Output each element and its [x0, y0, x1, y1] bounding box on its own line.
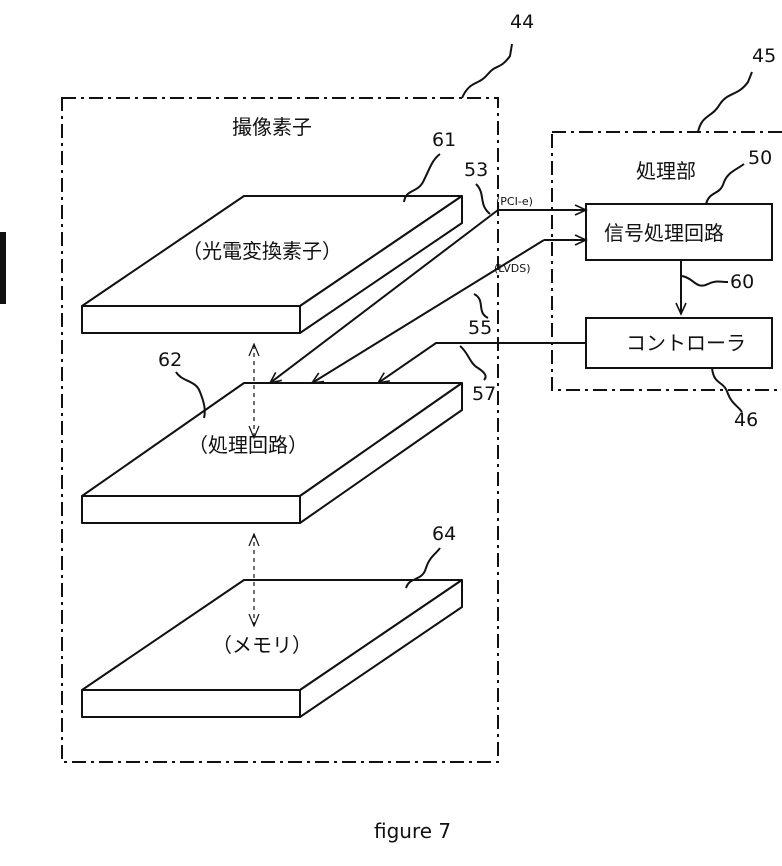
leader-53 — [475, 183, 491, 215]
pcie-line — [268, 209, 499, 385]
processing-unit-title: 処理部 — [636, 159, 696, 183]
layer-64-side — [299, 579, 463, 718]
connection-pcie: (PCI-e) 53 — [268, 159, 588, 385]
connection-lvds: (LVDS) 55 — [310, 234, 588, 385]
ref-55: 55 — [468, 317, 492, 339]
leader-50 — [705, 163, 745, 205]
ref-45: 45 — [752, 45, 776, 67]
leader-45 — [697, 71, 753, 133]
ref-50: 50 — [748, 147, 772, 169]
leader-44 — [461, 43, 513, 99]
layer-64-front — [81, 689, 301, 718]
controller-block — [585, 317, 773, 369]
processing-unit-frame — [551, 131, 782, 391]
leader-60 — [681, 275, 729, 287]
signal-processing-circuit-block — [585, 203, 773, 261]
layer-62-side — [299, 382, 463, 524]
controller-label: コントローラ — [626, 331, 746, 355]
lvds-label: (LVDS) — [494, 262, 530, 275]
ref-60: 60 — [730, 271, 754, 293]
layer-processing: （処理回路） 62 — [81, 349, 463, 524]
layer-photoelectric: （光電変換素子） 61 — [81, 129, 463, 334]
leader-61 — [403, 153, 441, 203]
layer-61-front — [81, 305, 301, 334]
ref-64: 64 — [432, 523, 456, 545]
ref-46: 46 — [734, 409, 758, 431]
edge-bar-artifact — [0, 232, 6, 304]
leader-62 — [175, 371, 206, 419]
connection-controller: 57 — [376, 342, 586, 405]
image-sensor-title: 撮像素子 — [232, 115, 312, 139]
leader-46 — [711, 367, 743, 413]
layer-62-front — [81, 495, 301, 524]
leader-55 — [473, 293, 489, 319]
layer-64-label: （メモリ） — [212, 633, 312, 657]
controller-line — [376, 342, 586, 385]
figure-caption: figure 7 — [374, 819, 451, 843]
leader-64 — [405, 547, 441, 589]
layer-memory: （メモリ） 64 — [81, 523, 463, 718]
ref-62: 62 — [158, 349, 182, 371]
layer-61-label: （光電変換素子） — [182, 239, 342, 263]
leader-57 — [459, 345, 487, 381]
ref-44: 44 — [510, 11, 534, 33]
layer-62-label: （処理回路） — [188, 433, 308, 457]
interlayer-links — [248, 342, 260, 628]
ref-57: 57 — [472, 383, 496, 405]
signal-processing-circuit-label: 信号処理回路 — [604, 221, 724, 245]
pcie-label: (PCI-e) — [496, 195, 533, 208]
ref-61: 61 — [432, 129, 456, 151]
lvds-line — [310, 239, 545, 385]
layer-61-side — [299, 195, 463, 334]
image-sensor-frame — [61, 97, 499, 763]
ref-53: 53 — [464, 159, 488, 181]
